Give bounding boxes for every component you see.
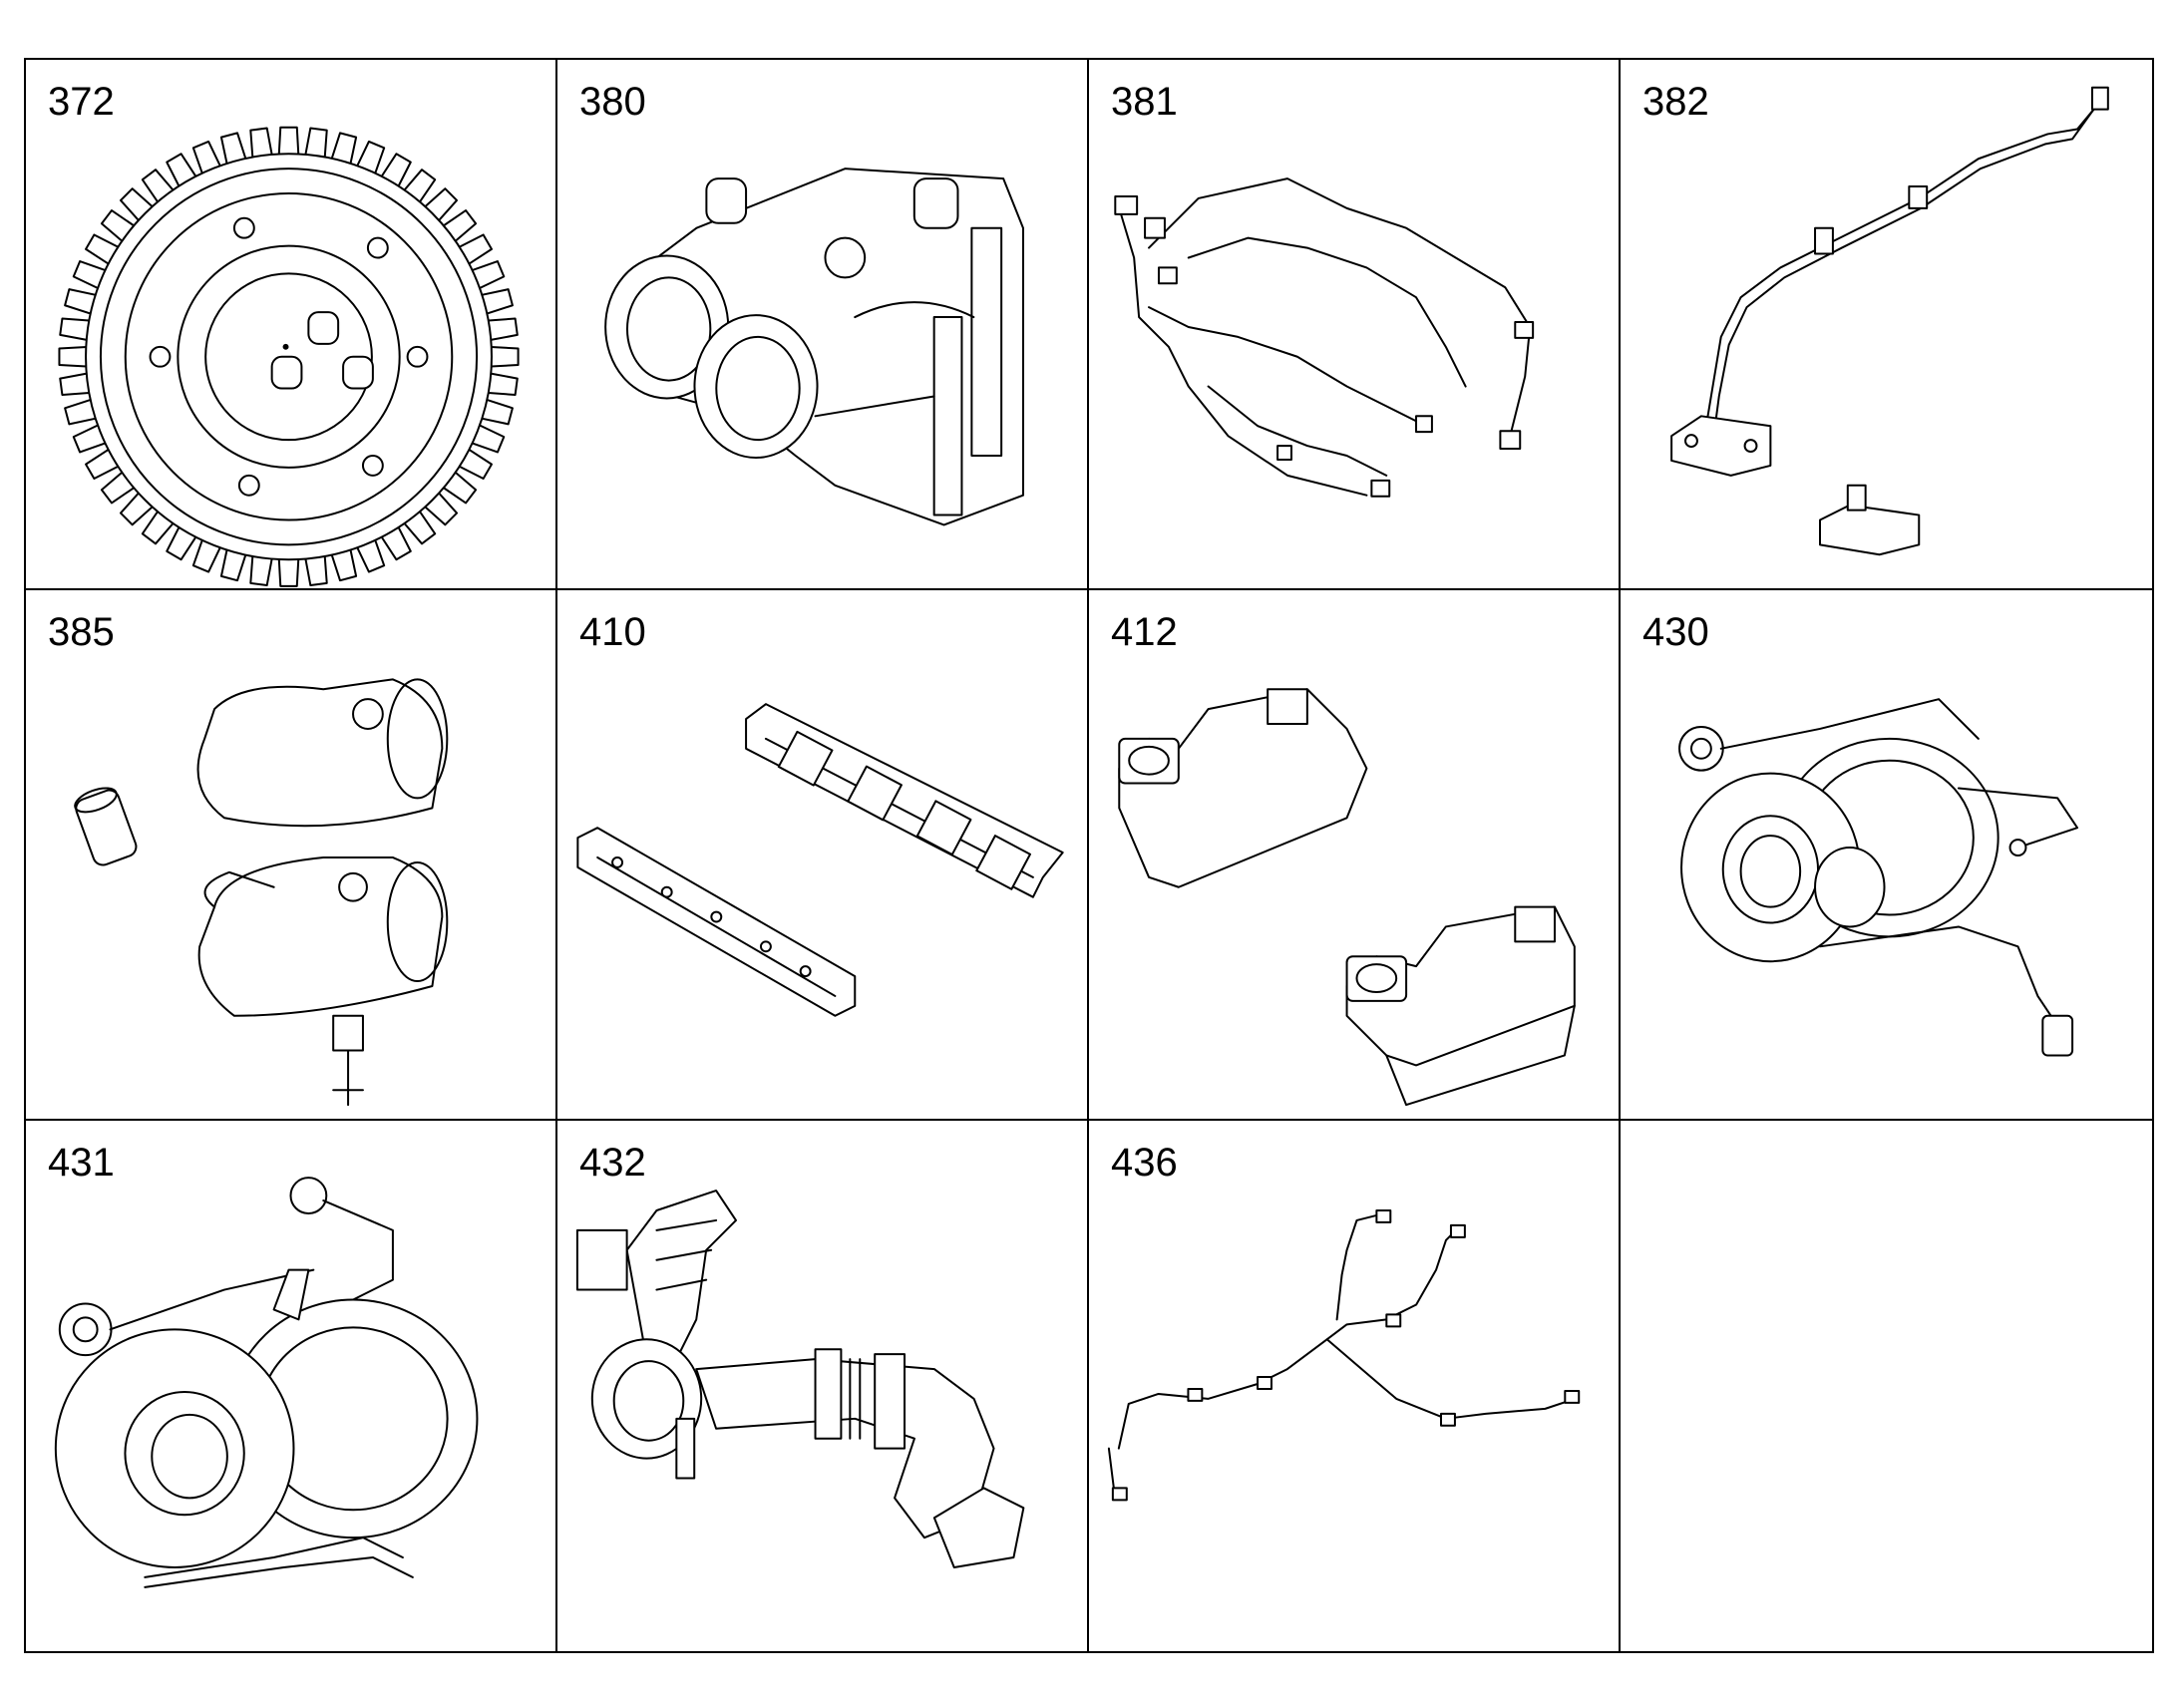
- manifold-icon: [1089, 590, 1619, 1119]
- wiring-harness-icon: [1089, 60, 1619, 588]
- part-number: 432: [579, 1141, 646, 1185]
- panel-385[interactable]: 385: [26, 590, 557, 1121]
- part-number: 382: [1642, 80, 1709, 124]
- part-number: 412: [1111, 610, 1178, 654]
- part-number: 430: [1642, 610, 1709, 654]
- panel-381[interactable]: 381: [1089, 60, 1621, 590]
- panel-410[interactable]: 410: [557, 590, 1089, 1121]
- bracket-icon: [557, 590, 1087, 1119]
- panel-380[interactable]: 380: [557, 60, 1089, 590]
- panel-412[interactable]: 412: [1089, 590, 1621, 1121]
- part-number: 385: [48, 610, 115, 654]
- elbow-hose-icon: [26, 590, 555, 1119]
- part-number: 410: [579, 610, 646, 654]
- panel-436[interactable]: 436: [1089, 1121, 1621, 1651]
- part-number: 431: [48, 1141, 115, 1185]
- turbocharger-icon: [26, 1121, 555, 1651]
- turbocharger-icon: [1621, 590, 2152, 1119]
- part-number: 436: [1111, 1141, 1178, 1185]
- panel-432[interactable]: 432: [557, 1121, 1089, 1651]
- part-number: 372: [48, 80, 115, 124]
- panel-372[interactable]: 372: [26, 60, 557, 590]
- parts-grid: 372 380: [24, 58, 2154, 1653]
- housing-icon: [557, 60, 1087, 588]
- panel-430[interactable]: 430: [1621, 590, 2152, 1121]
- panel-382[interactable]: 382: [1621, 60, 2152, 590]
- panel-empty: [1621, 1121, 2152, 1651]
- panel-431[interactable]: 431: [26, 1121, 557, 1651]
- wiring-harness-icon: [1089, 1121, 1619, 1651]
- part-number: 380: [579, 80, 646, 124]
- intake-duct-icon: [557, 1121, 1087, 1651]
- gear-icon: [26, 60, 555, 588]
- sensor-tube-icon: [1621, 60, 2152, 588]
- part-number: 381: [1111, 80, 1178, 124]
